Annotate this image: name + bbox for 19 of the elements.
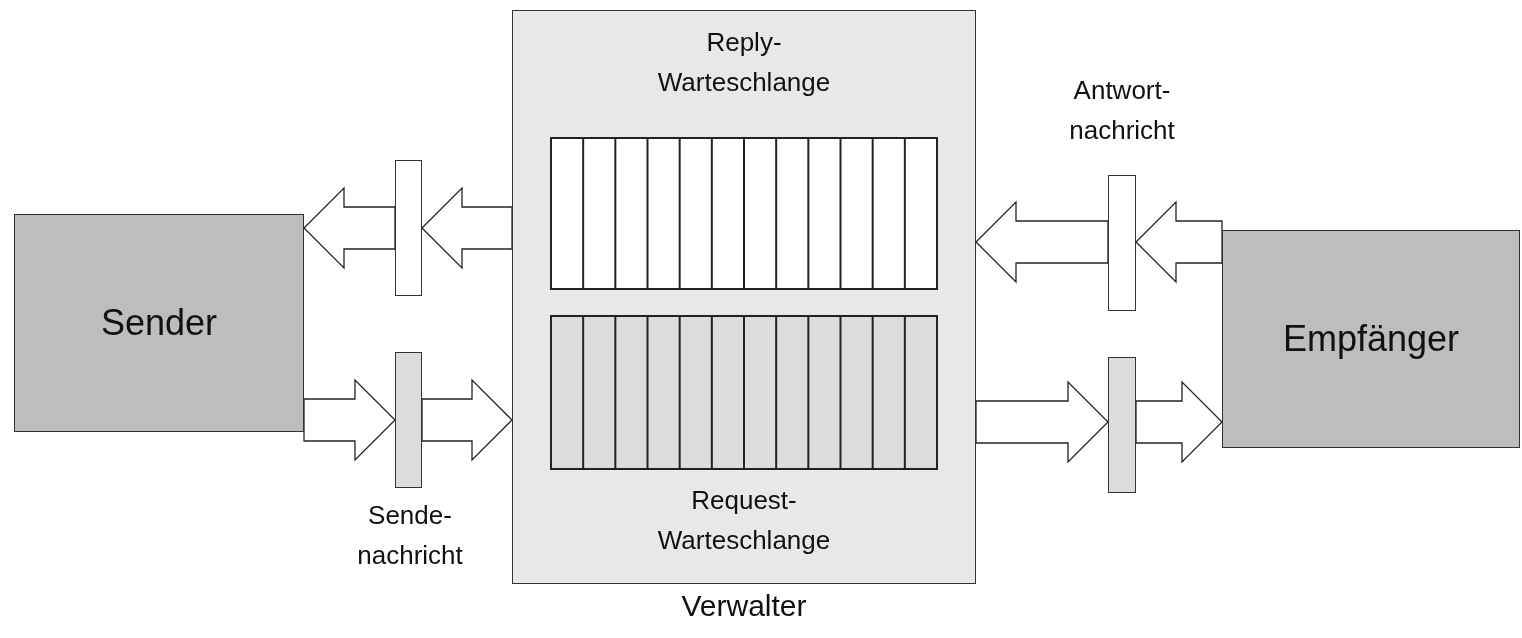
- box-label: Sender: [100, 302, 218, 344]
- message-label: Antwort- nachricht: [1069, 74, 1175, 147]
- block-arrow: [421, 378, 513, 462]
- block-arrow: [975, 380, 1109, 464]
- block-arrow: [1135, 200, 1223, 284]
- manager-label: Verwalter: [681, 588, 807, 624]
- queue-label: Reply- Warteschlange: [657, 26, 831, 99]
- process-box: [14, 214, 304, 432]
- block-arrow: [303, 378, 396, 462]
- block-arrow: [303, 186, 396, 270]
- message-bar: [395, 160, 422, 296]
- message-bar: [1108, 357, 1136, 493]
- queue-label: Request- Warteschlange: [657, 484, 831, 557]
- process-box: [1222, 230, 1520, 448]
- box-label: Empfänger: [1282, 318, 1460, 360]
- block-arrow: [1135, 380, 1223, 464]
- message-label: Sende- nachricht: [357, 499, 463, 572]
- block-arrow: [421, 186, 513, 270]
- block-arrow: [975, 200, 1109, 284]
